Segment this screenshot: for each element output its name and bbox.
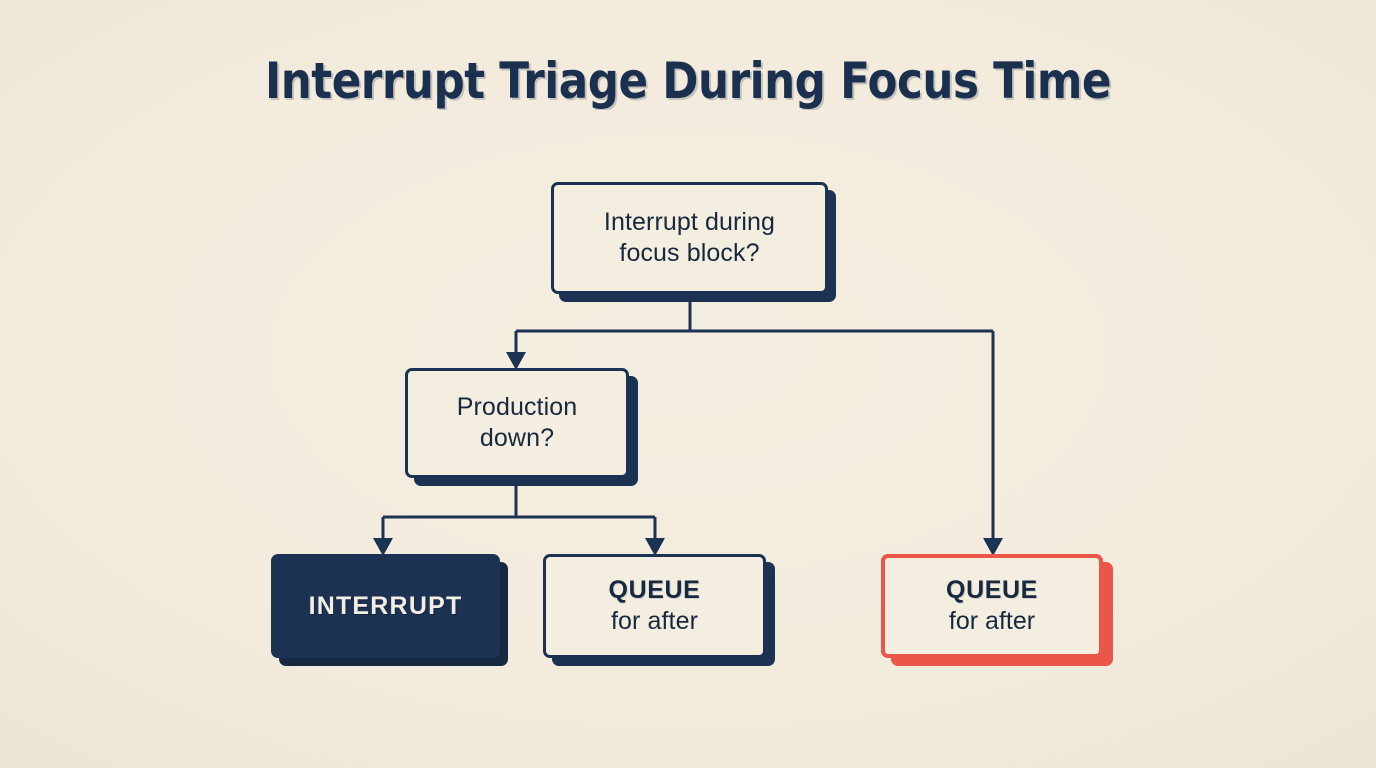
node-body: Production down? — [405, 368, 629, 478]
node-body: QUEUE for after — [543, 554, 766, 658]
edge-root-to-queue-right — [983, 331, 1003, 556]
node-label-line1: QUEUE — [608, 576, 701, 604]
edge-production-to-queue-left — [645, 517, 665, 556]
node-label-line1: QUEUE — [946, 576, 1038, 604]
node-body: Interrupt during focus block? — [551, 182, 828, 294]
node-body: QUEUE for after — [881, 554, 1103, 658]
node-label-line2: for after — [610, 607, 699, 635]
edge-production-to-bus — [383, 482, 655, 519]
node-label-line1: Interrupt during — [603, 208, 776, 236]
node-root-decision[interactable]: Interrupt during focus block? — [551, 182, 836, 302]
node-production-decision[interactable]: Production down? — [405, 368, 638, 486]
node-label-line2: for after — [948, 607, 1036, 635]
page-title: Interrupt Triage During Focus Time — [264, 52, 1111, 110]
edge-root-to-production — [506, 331, 526, 370]
node-label-line2: focus block? — [619, 239, 760, 267]
node-label-line1: INTERRUPT — [308, 591, 463, 620]
node-interrupt-outcome[interactable]: INTERRUPT — [271, 554, 508, 666]
edge-production-to-interrupt — [373, 517, 393, 556]
node-queue-left-outcome[interactable]: QUEUE for after — [543, 554, 775, 666]
node-queue-right-outcome[interactable]: QUEUE for after — [881, 554, 1113, 666]
node-label-line2: down? — [479, 424, 555, 452]
node-body: INTERRUPT — [271, 554, 500, 658]
node-label-line1: Production — [456, 393, 578, 421]
